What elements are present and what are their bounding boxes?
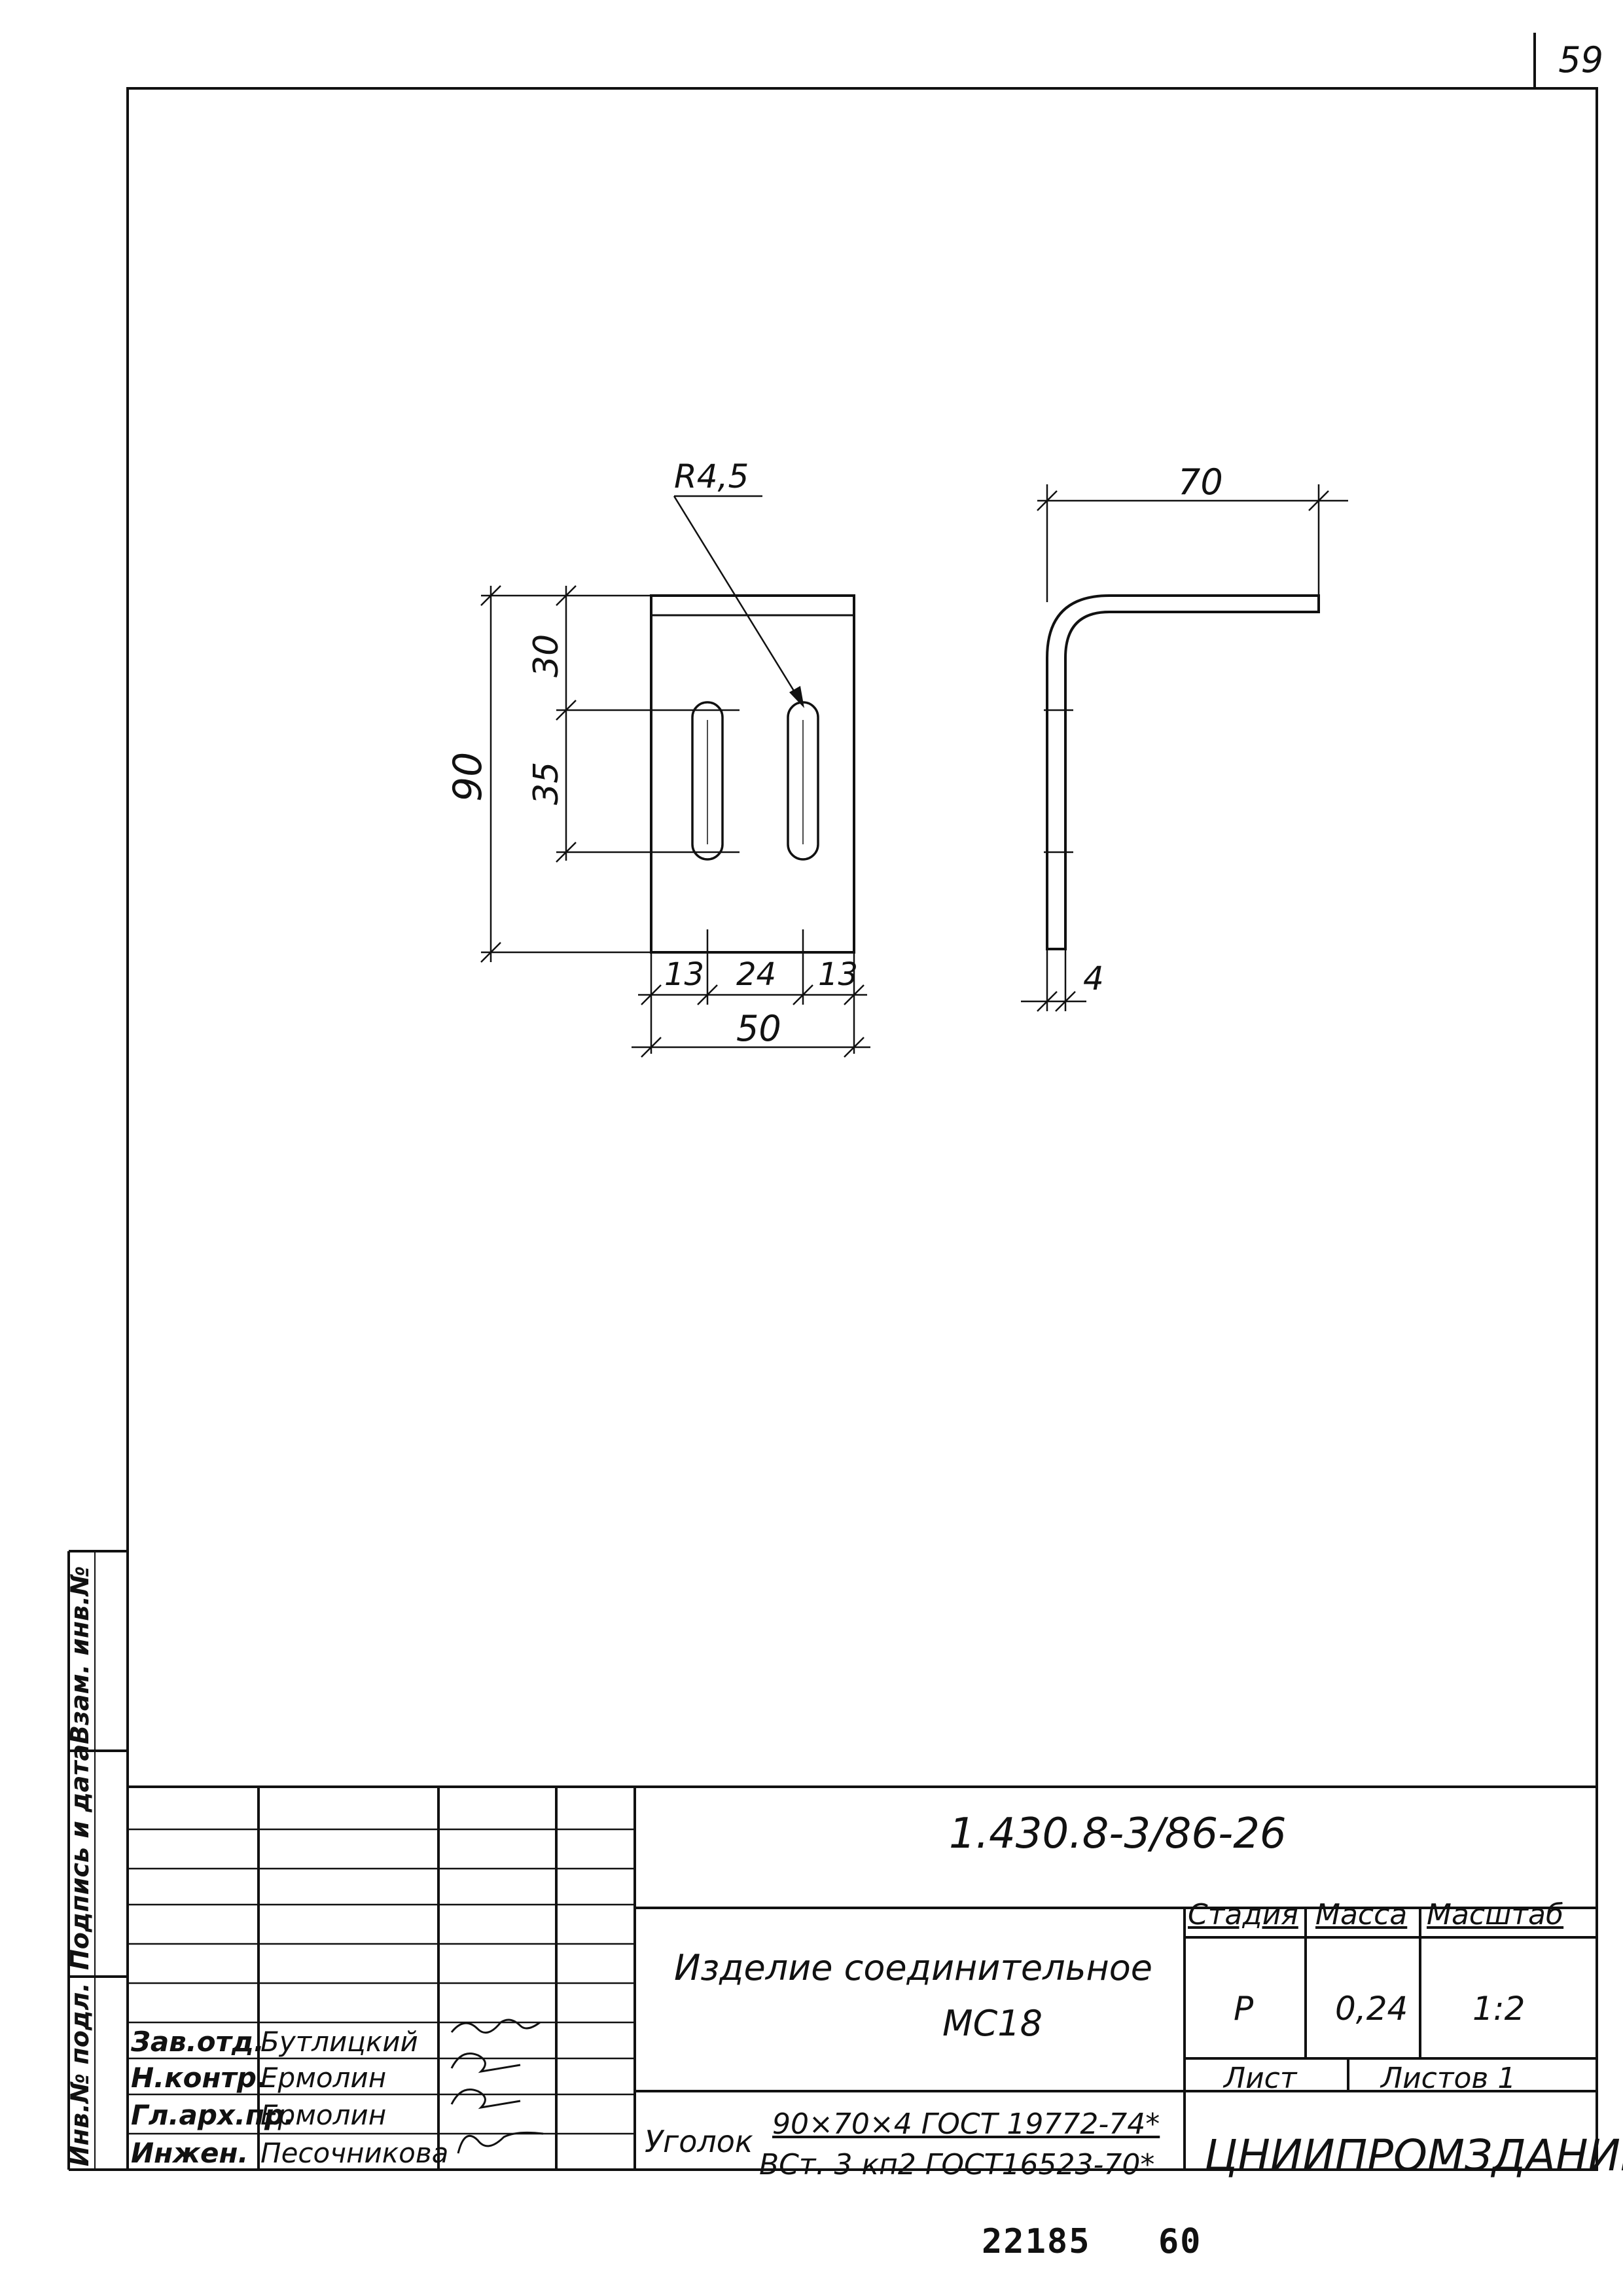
dim-left: 13 <box>664 956 704 993</box>
dim-width: 50 <box>736 1008 781 1049</box>
plate-plan-view <box>650 594 855 954</box>
signature-name: Бутлицкий <box>260 2026 418 2058</box>
scale-value: 1:2 <box>1472 1990 1525 2028</box>
frame-lines <box>67 33 1598 2171</box>
dim-thickness: 4 <box>1083 960 1104 997</box>
archive-number: 22185 <box>982 2222 1091 2261</box>
signature-role: Н.контр. <box>131 2062 267 2094</box>
title-block-rows <box>128 1828 635 2135</box>
material-label: Уголок <box>645 2124 753 2159</box>
signature-name: Ермолин <box>260 2099 387 2131</box>
signature-role: Зав.отд. <box>131 2026 264 2058</box>
header-stage: Стадия <box>1188 1898 1298 1931</box>
signature-scribbles <box>450 2018 544 2154</box>
material-top: 90×70×4 ГОСТ 19772-74* <box>772 2108 1160 2141</box>
material-bottom: ВСт. 3 кп2 ГОСТ16523-70* <box>759 2148 1155 2181</box>
page-number: 60 <box>1158 2222 1202 2261</box>
sheet-label: Лист <box>1224 2062 1297 2095</box>
signature-name: Ермолин <box>260 2062 387 2094</box>
dim-flange: 70 <box>1178 461 1223 503</box>
dim-height-total: 90 <box>445 752 491 802</box>
sheet-number: 59 <box>1558 39 1603 81</box>
header-mass: Масса <box>1315 1898 1408 1931</box>
side-label-signature-date: Подпись и дата <box>65 1744 94 1970</box>
side-dimensions <box>1021 484 1348 1012</box>
dim-middle: 24 <box>736 956 776 993</box>
bottom-numbers: 22185 60 <box>982 2222 1247 2261</box>
dim-right: 13 <box>818 956 858 993</box>
title-block-lines <box>128 1785 1597 2170</box>
angle-side-view <box>1044 594 1320 950</box>
plan-dimensions <box>480 495 870 1058</box>
document-code: 1.430.8-3/86-26 <box>949 1810 1287 1858</box>
dim-slot: 35 <box>527 762 566 805</box>
sheets-label: Листов 1 <box>1381 2062 1516 2095</box>
stage-value: Р <box>1234 1990 1254 2028</box>
signature-role: Инжен. <box>131 2137 249 2169</box>
side-label-inventory: Инв.№ подл. <box>65 1982 94 2166</box>
dim-top: 30 <box>527 634 566 677</box>
title-line-2: МС18 <box>942 2003 1043 2044</box>
side-label-replacement: Взам. инв.№ <box>65 1566 94 1745</box>
signature-name: Песочникова <box>260 2137 449 2169</box>
organization-name: ЦНИИПРОМЗДАНИЙ <box>1204 2130 1623 2181</box>
signature-role: Гл.арх.пр. <box>131 2099 294 2131</box>
mass-value: 0,24 <box>1335 1990 1408 2028</box>
header-scale: Масштаб <box>1427 1898 1564 1931</box>
title-line-1: Изделие соединительное <box>674 1947 1153 1988</box>
dim-radius: R4,5 <box>674 457 749 495</box>
